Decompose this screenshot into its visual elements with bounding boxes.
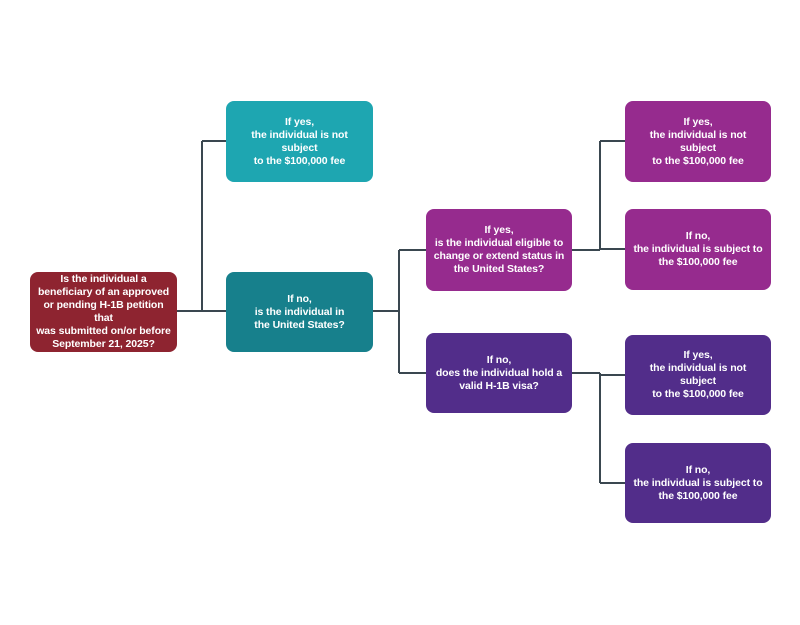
node-no-valid-h1b-visa-text: If no, does the individual hold a valid … [435, 353, 563, 392]
node-no-valid-h1b-visa: If no, does the individual hold a valid … [426, 333, 572, 413]
node-eligible-yes-not-subject: If yes, the individual is not subject to… [625, 101, 771, 182]
node-yes-not-subject: If yes, the individual is not subject to… [226, 101, 373, 182]
node-visa-no-subject: If no, the individual is subject to the … [625, 443, 771, 523]
node-eligible-no-subject: If no, the individual is subject to the … [625, 209, 771, 290]
node-root-question-text: Is the individual a beneficiary of an ap… [36, 273, 171, 350]
node-root-question: Is the individual a beneficiary of an ap… [30, 272, 177, 352]
node-yes-not-subject-text: If yes, the individual is not subject to… [251, 115, 348, 167]
node-visa-no-subject-text: If no, the individual is subject to the … [633, 463, 763, 502]
node-no-in-united-states-text: If no, is the individual in the United S… [254, 292, 345, 331]
node-yes-eligible-change-status: If yes, is the individual eligible to ch… [426, 209, 572, 291]
node-eligible-no-subject-text: If no, the individual is subject to the … [633, 230, 763, 268]
node-eligible-yes-not-subject-text: If yes, the individual is not subject to… [649, 115, 747, 167]
node-visa-yes-not-subject-text: If yes, the individual is not subject to… [649, 349, 747, 400]
node-yes-eligible-change-status-text: If yes, is the individual eligible to ch… [433, 224, 565, 275]
node-visa-yes-not-subject: If yes, the individual is not subject to… [625, 335, 771, 415]
node-no-in-united-states: If no, is the individual in the United S… [226, 272, 373, 352]
